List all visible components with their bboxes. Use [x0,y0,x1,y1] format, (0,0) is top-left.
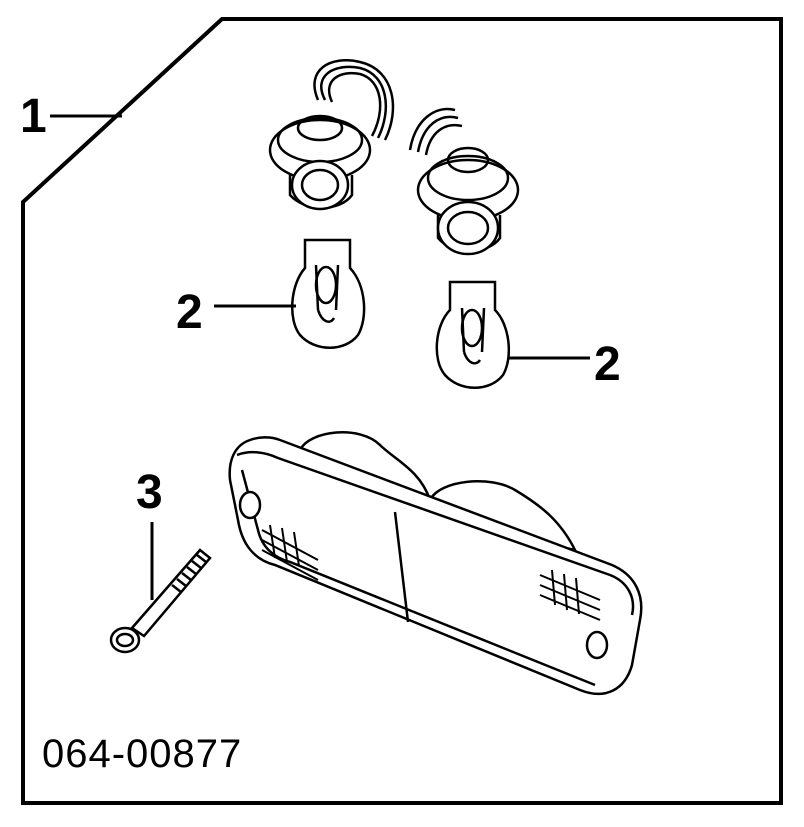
callout-2-left-label: 2 [176,286,203,339]
callout-1-label: 1 [20,90,47,143]
lens-hatch-left [261,524,319,581]
callout-3-label: 3 [136,466,163,519]
callout-2-right-label: 2 [594,338,621,391]
lens-hatch-right [539,569,601,621]
diagram-frame [21,17,783,805]
callout-3: 3 [136,466,163,600]
callout-1: 1 [20,90,122,143]
callout-2-left: 2 [176,286,296,339]
mounting-screw [109,548,212,654]
bulb-socket-left [268,59,395,211]
lamp-lens [228,436,643,696]
callout-2-right: 2 [508,338,621,391]
bulb-socket-right [408,107,520,256]
diagram-code: 064-00877 [42,732,242,776]
bulb-right [435,280,510,389]
bulb-left [290,238,366,349]
